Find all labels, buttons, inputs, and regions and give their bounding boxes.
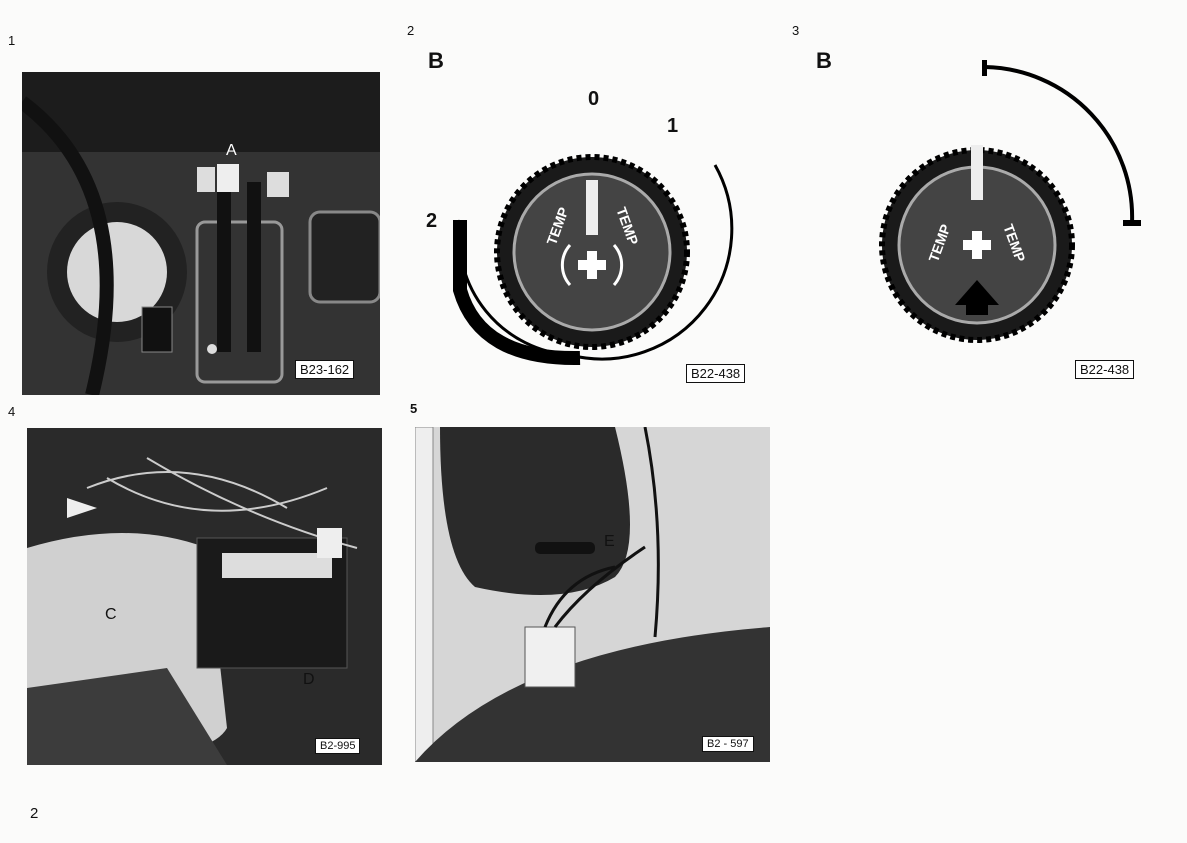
figure-code: B22-438 xyxy=(686,364,746,383)
wiring-fusebox-photo: C D B2-995 xyxy=(27,428,382,765)
figure-number: 1 xyxy=(8,33,16,48)
callout-e: E xyxy=(604,533,615,550)
heater-connector-photo: E B2 - 597 xyxy=(415,427,770,762)
callout-d: D xyxy=(303,671,315,688)
dashboard-illustration xyxy=(22,72,380,395)
temperature-dial-arrow xyxy=(879,60,1141,343)
position-2-label: 2 xyxy=(426,210,438,232)
figure-code: B22-438 xyxy=(1075,360,1135,379)
figure-heading: B xyxy=(428,48,444,73)
callout-a: A xyxy=(226,142,237,159)
temperature-dial xyxy=(453,154,734,366)
figure-heading: B xyxy=(816,48,832,73)
figure-code: B2 - 597 xyxy=(702,736,754,752)
page-number: 2 xyxy=(30,805,39,822)
dashboard-photo: A B23-162 xyxy=(22,72,380,395)
position-1-label: 1 xyxy=(667,115,679,137)
figure-code: B23-162 xyxy=(295,360,355,379)
figure-number: 5 xyxy=(410,401,418,416)
connector-illustration xyxy=(415,427,770,762)
figure-number: 4 xyxy=(8,404,16,419)
figure-number: 3 xyxy=(792,23,800,38)
callout-c: C xyxy=(105,606,117,623)
figure-code: B2-995 xyxy=(315,738,361,754)
figure-number: 2 xyxy=(407,23,415,38)
position-0-label: 0 xyxy=(588,88,600,110)
wiring-illustration xyxy=(27,457,358,765)
